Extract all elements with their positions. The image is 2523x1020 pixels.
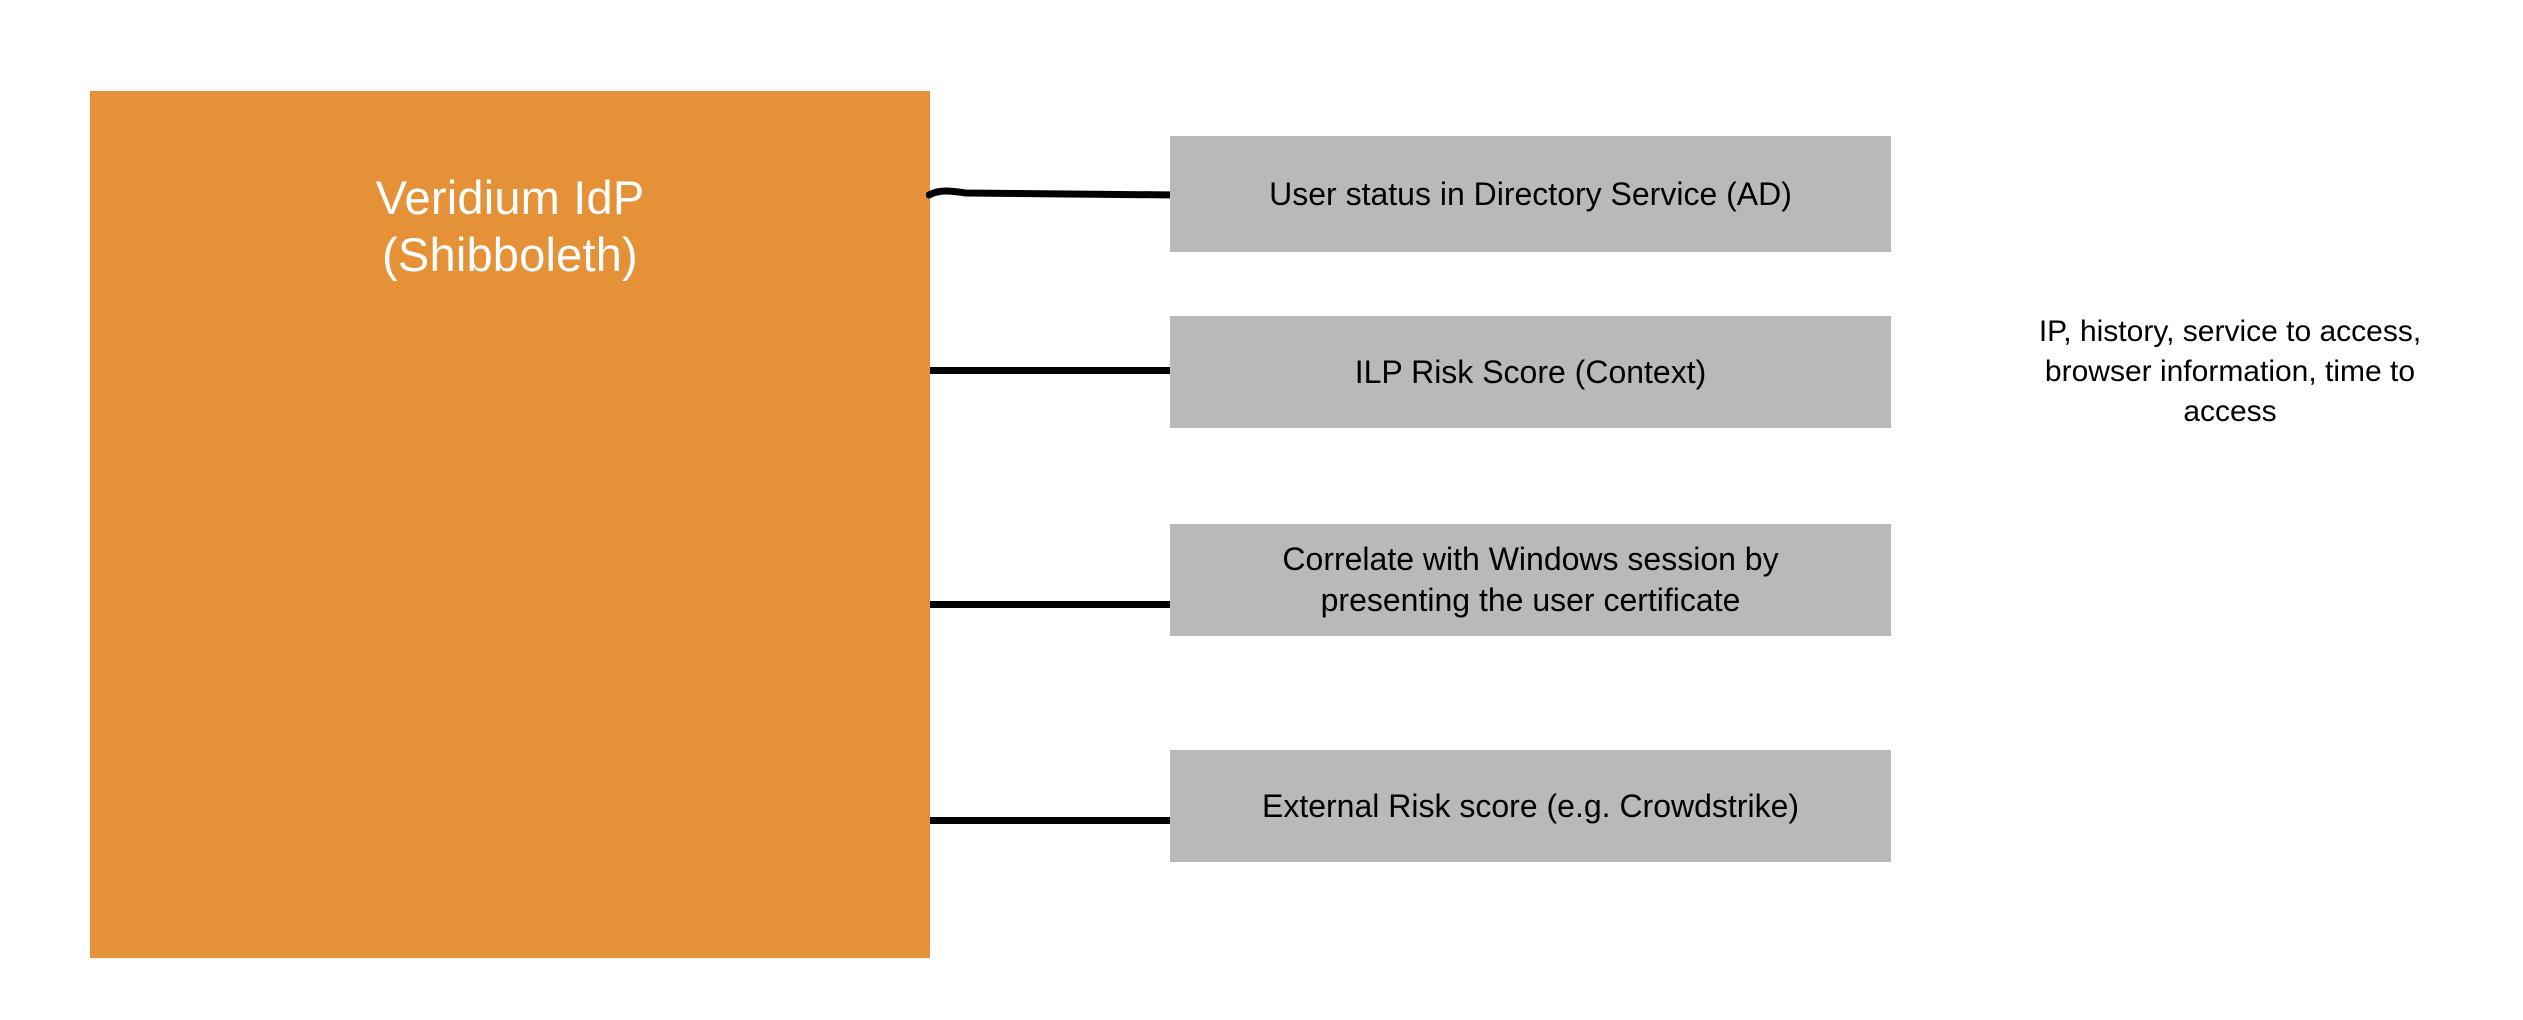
connector-line-2	[930, 367, 1171, 374]
attribute-box-ilp-risk-score[interactable]: ILP Risk Score (Context)	[1170, 316, 1891, 428]
attribute-box-label: User status in Directory Service (AD)	[1269, 175, 1792, 212]
attribute-box-correlate-windows-session[interactable]: Correlate with Windows session by presen…	[1170, 524, 1891, 636]
attribute-box-external-risk-score[interactable]: External Risk score (e.g. Crowdstrike)	[1170, 750, 1891, 862]
attribute-box-label: ILP Risk Score (Context)	[1354, 353, 1707, 390]
idp-source-node[interactable]: Veridium IdP (Shibboleth)	[90, 91, 930, 958]
attribute-box-label: Correlate with Windows session by presen…	[1282, 541, 1779, 618]
connector-line-4	[930, 817, 1171, 824]
connector-line-3	[930, 601, 1171, 608]
attribute-box-user-status[interactable]: User status in Directory Service (AD)	[1170, 136, 1891, 252]
idp-source-node-label: Veridium IdP (Shibboleth)	[375, 171, 645, 282]
connector-line-1	[926, 186, 1176, 206]
context-annotation-text: IP, history, service to access, browser …	[2038, 315, 2422, 428]
attribute-box-label: External Risk score (e.g. Crowdstrike)	[1261, 787, 1800, 824]
